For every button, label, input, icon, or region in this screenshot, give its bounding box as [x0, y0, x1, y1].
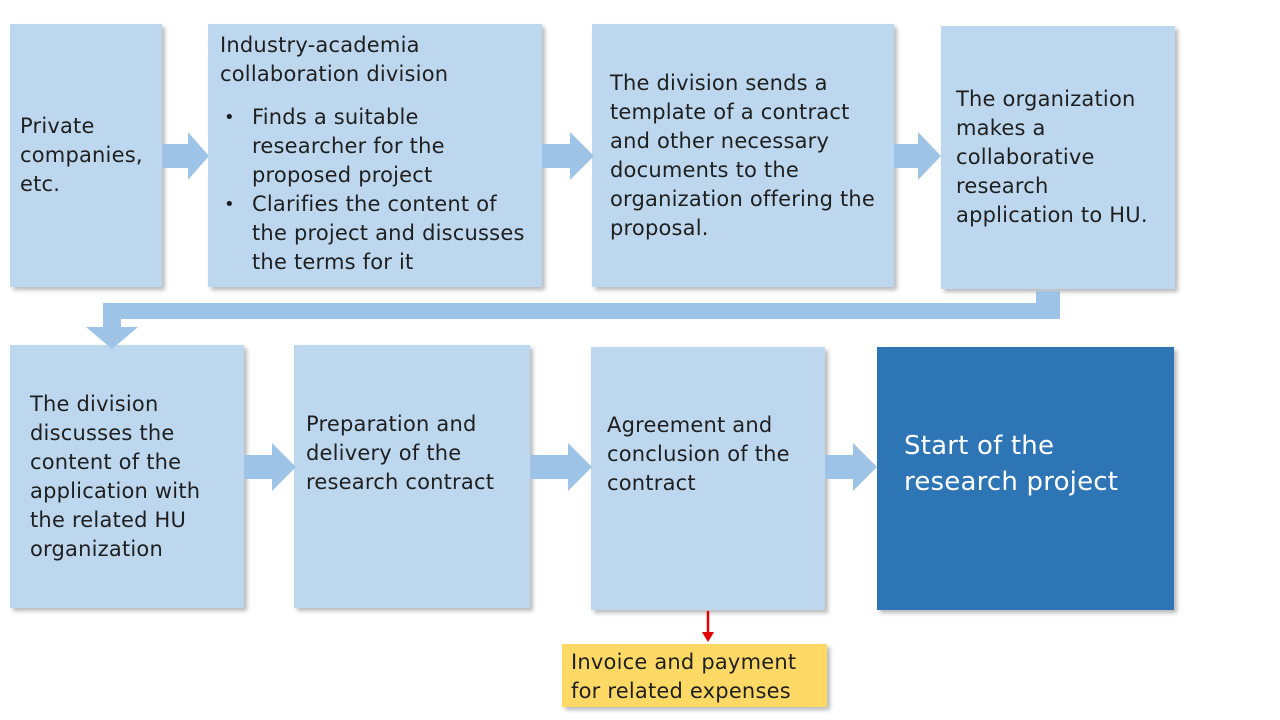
step-division-sends-template: The division sends a template of a contr…: [592, 24, 894, 287]
step-organization-applies: The organization makes a collaborative r…: [941, 26, 1175, 289]
step-agreement-conclusion-text: Agreement and conclusion of the contract: [607, 413, 790, 495]
step-organization-applies-text: The organization makes a collaborative r…: [956, 87, 1148, 227]
step-agreement-conclusion: Agreement and conclusion of the contract: [591, 347, 825, 610]
invoice-payment-text: Invoice and payment for related expenses: [571, 650, 797, 703]
collaboration-division-title: Industry-academia collaboration division: [220, 33, 449, 86]
step-preparation-delivery: Preparation and delivery of the research…: [294, 345, 530, 608]
step-research-start-text: Start of the research project: [904, 431, 1119, 497]
step-collaboration-division: Industry-academia collaboration division…: [208, 24, 542, 287]
step-division-sends-template-text: The division sends a template of a contr…: [610, 70, 876, 240]
connector-return-arrow-icon: [86, 291, 1060, 349]
step-research-start: Start of the research project: [877, 347, 1174, 610]
collaboration-division-bullets: Finds a suitable researcher for the prop…: [220, 103, 536, 277]
step-private-companies: Private companies, etc.: [10, 24, 162, 287]
arrow-right-icon: [542, 132, 594, 180]
invoice-payment-box: Invoice and payment for related expenses: [562, 644, 827, 707]
step-division-discusses-text: The division discusses the content of th…: [30, 391, 201, 561]
step-preparation-delivery-text: Preparation and delivery of the research…: [306, 412, 495, 494]
red-arrow-down-icon: [702, 611, 714, 642]
step-division-discusses: The division discusses the content of th…: [10, 345, 244, 608]
arrow-right-icon: [162, 132, 209, 180]
arrow-right-icon: [825, 443, 877, 491]
arrow-right-icon: [894, 132, 941, 180]
step-private-companies-text: Private companies, etc.: [20, 114, 143, 196]
bullet-item: Clarifies the content of the project and…: [224, 190, 536, 277]
bullet-item: Finds a suitable researcher for the prop…: [224, 103, 536, 190]
arrow-right-icon: [530, 443, 592, 491]
arrow-right-icon: [244, 443, 296, 491]
